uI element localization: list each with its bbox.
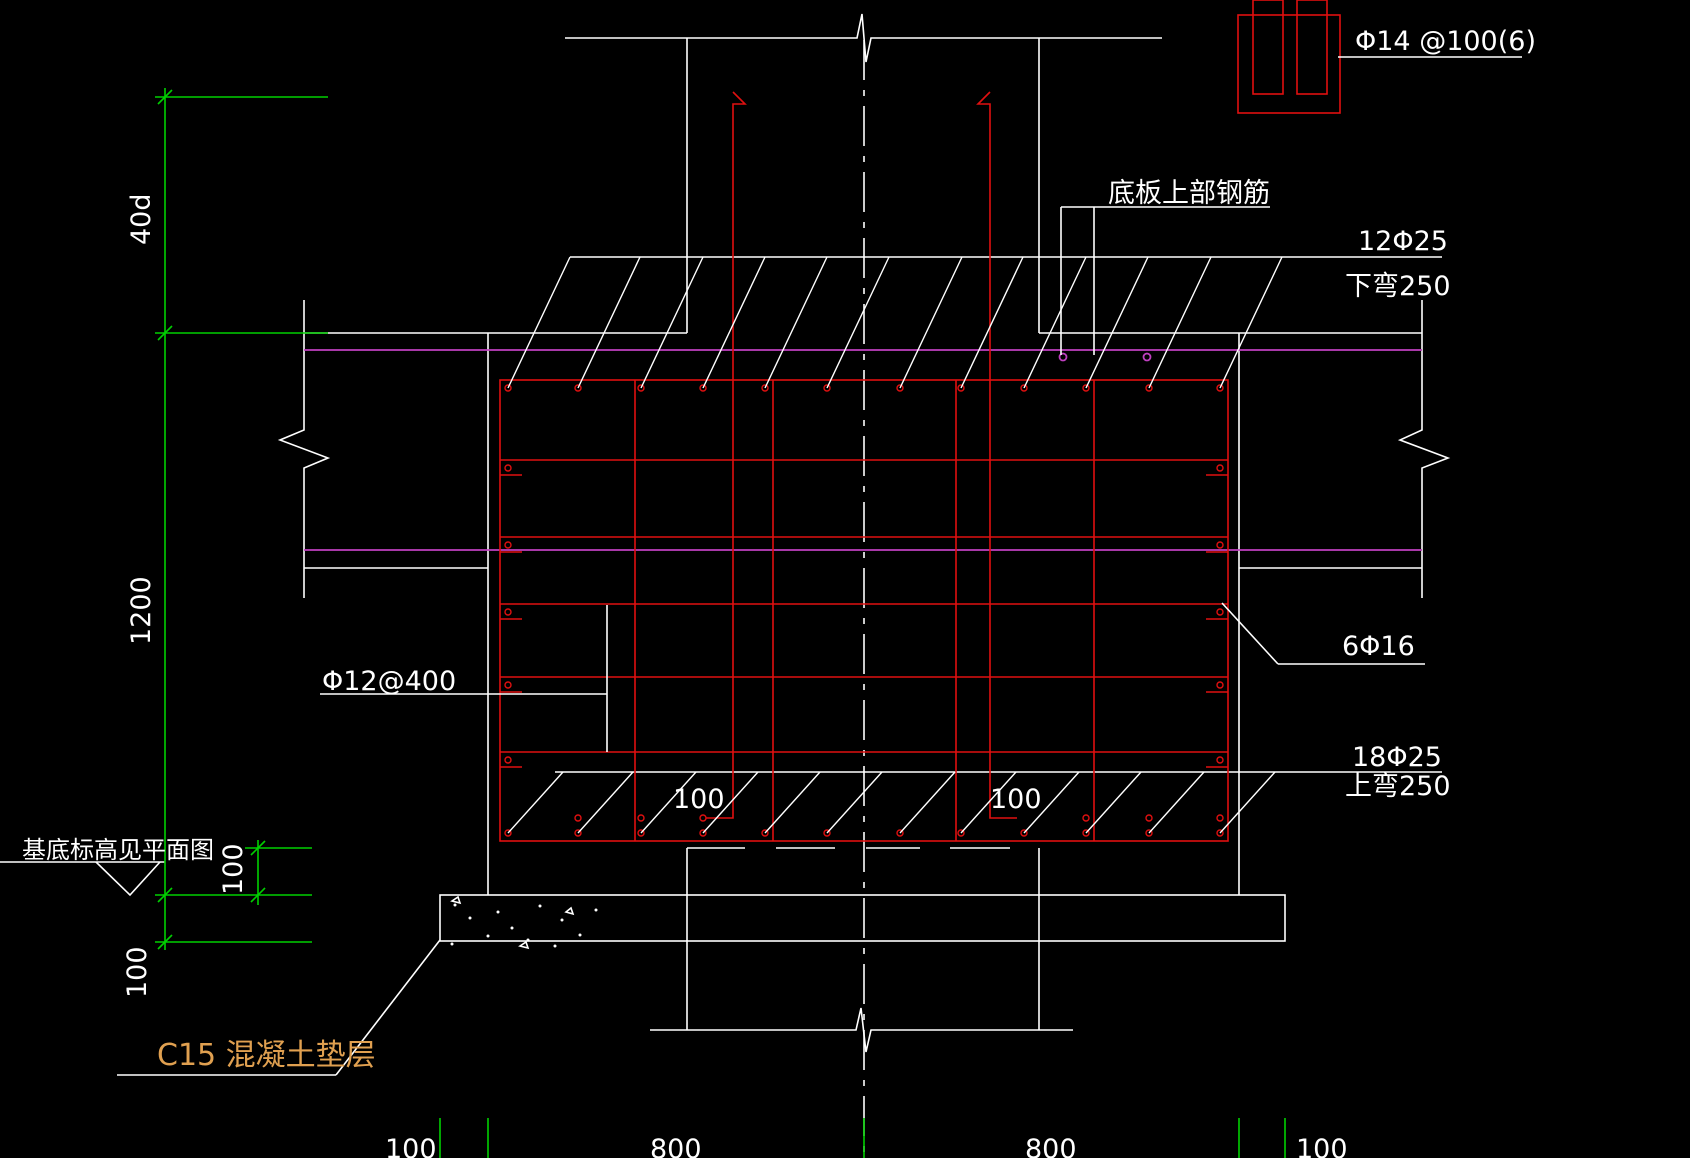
leaders	[0, 206, 1425, 1076]
bedding-hatch	[450, 895, 598, 950]
dowel-bar-left	[706, 91, 747, 819]
top-bar-dot-9	[1082, 384, 1090, 392]
bottom-bar-dot-4	[761, 829, 769, 837]
dim-beam-depth: 1200	[126, 576, 157, 645]
bottom-bar-dot-7	[957, 829, 965, 837]
top-bar-dot-4	[761, 384, 769, 392]
label-top-stirrup: Φ14 @100(6)	[1355, 26, 1536, 57]
label-slab-top-rebar: 底板上部钢筋	[1108, 178, 1270, 209]
top-bar-dot-6	[896, 384, 904, 392]
top-bar-bend-8	[1023, 256, 1087, 389]
bottom-bar-dot-upper-0	[574, 814, 582, 822]
bottom-bar-dot-upper-5	[1216, 814, 1224, 822]
label-bottom-bend: 上弯250	[1345, 771, 1451, 802]
dim-bedding-thickness: 100	[218, 843, 249, 895]
dim-bedding-thickness-2: 100	[122, 946, 153, 998]
dim-anchor-length: 40d	[126, 194, 157, 246]
bottom-bar-bend-11	[1219, 771, 1276, 834]
bottom-bar-dot-upper-3	[1082, 814, 1090, 822]
top-bar-dot-0	[504, 384, 512, 392]
top-bar-bend-3	[702, 256, 766, 389]
side-bar-dot-left-3	[504, 681, 512, 689]
top-bar-dot-2	[637, 384, 645, 392]
label-elevation-note: 基底标高见平面图	[22, 836, 214, 864]
labels: Φ14 @100(6) 底板上部钢筋 12Φ25 下弯250 6Φ16 18Φ2…	[22, 26, 1536, 1158]
bottom-bar-dot-1	[574, 829, 582, 837]
bottom-bar-bend-5	[826, 771, 883, 834]
top-bar-bend-6	[899, 256, 963, 389]
bottom-bar-bend-0	[507, 771, 564, 834]
bottom-bar-bend-4	[764, 771, 821, 834]
top-bar-bend-4	[764, 256, 828, 389]
top-bar-dot-8	[1020, 384, 1028, 392]
bottom-bar-bend-8	[1023, 771, 1080, 834]
reference-lines	[304, 349, 1422, 551]
top-bar-bend-11	[1219, 256, 1283, 389]
stirrup-detail	[1237, 0, 1522, 114]
bottom-bar-bend-3	[702, 771, 759, 834]
side-bar-dot-left-1	[504, 541, 512, 549]
bottom-bar-bend-7	[960, 771, 1017, 834]
bottom-bar-dot-6	[896, 829, 904, 837]
bottom-bar-dot-10	[1145, 829, 1153, 837]
dimensions-green	[155, 88, 1286, 1158]
top-bar-dot-7	[957, 384, 965, 392]
top-bar-bend-2	[640, 256, 704, 389]
side-bar-dot-right-0	[1216, 464, 1224, 472]
side-bar-dot-right-1	[1216, 541, 1224, 549]
bottom-bar-bend-1	[577, 771, 634, 834]
label-bedding: C15 混凝土垫层	[157, 1038, 376, 1073]
bottom-bar-dot-5	[823, 829, 831, 837]
top-bar-bend-10	[1148, 256, 1212, 389]
label-anchor-left: 100	[673, 784, 725, 815]
concrete-outline	[277, 13, 1451, 1053]
side-bar-dot-right-2	[1216, 608, 1224, 616]
bottom-bar-dot-2	[637, 829, 645, 837]
label-top-bend: 下弯250	[1345, 271, 1451, 302]
bottom-bar-dot-0	[504, 829, 512, 837]
label-side-bars: 6Φ16	[1342, 631, 1415, 662]
bottom-bar-dot-3	[699, 829, 707, 837]
label-top-bars: 12Φ25	[1358, 226, 1448, 257]
bottom-bar-bend-2	[640, 771, 697, 834]
dim-bottom-mid-left: 800	[650, 1134, 702, 1158]
side-bar-dot-right-3	[1216, 681, 1224, 689]
bottom-bar-dot-upper-1	[637, 814, 645, 822]
top-bar-dot-10	[1145, 384, 1153, 392]
bottom-bar-dot-8	[1020, 829, 1028, 837]
label-anchor-right: 100	[990, 784, 1042, 815]
top-bar-bend-1	[577, 256, 641, 389]
side-bar-dot-left-4	[504, 756, 512, 764]
label-tie-bars: Φ12@400	[322, 666, 456, 697]
bottom-bar-dot-upper-2	[699, 814, 707, 822]
label-bottom-bars: 18Φ25	[1352, 742, 1442, 773]
top-bar-dot-11	[1216, 384, 1224, 392]
dowel-bar-right	[976, 91, 1017, 819]
side-bar-dot-left-2	[504, 608, 512, 616]
dim-bottom-right: 100	[1296, 1134, 1348, 1158]
bottom-bar-bend-6	[899, 771, 956, 834]
top-bar-bend-0	[507, 256, 571, 389]
bottom-bar-dot-11	[1216, 829, 1224, 837]
bottom-bar-bend-10	[1148, 771, 1205, 834]
top-bar-bend-7	[960, 256, 1024, 389]
top-bar-bend-5	[826, 256, 890, 389]
dim-bottom-mid-right: 800	[1025, 1134, 1077, 1158]
dim-bottom-left: 100	[385, 1134, 437, 1158]
top-bar-dot-5	[823, 384, 831, 392]
side-bar-dot-left-0	[504, 464, 512, 472]
bottom-bar-bend-9	[1085, 771, 1142, 834]
bottom-bar-dot-upper-4	[1145, 814, 1153, 822]
top-bar-bend-9	[1085, 256, 1149, 389]
side-bar-dot-right-4	[1216, 756, 1224, 764]
top-bar-dot-3	[699, 384, 707, 392]
bottom-bar-dot-9	[1082, 829, 1090, 837]
top-bar-dot-1	[574, 384, 582, 392]
